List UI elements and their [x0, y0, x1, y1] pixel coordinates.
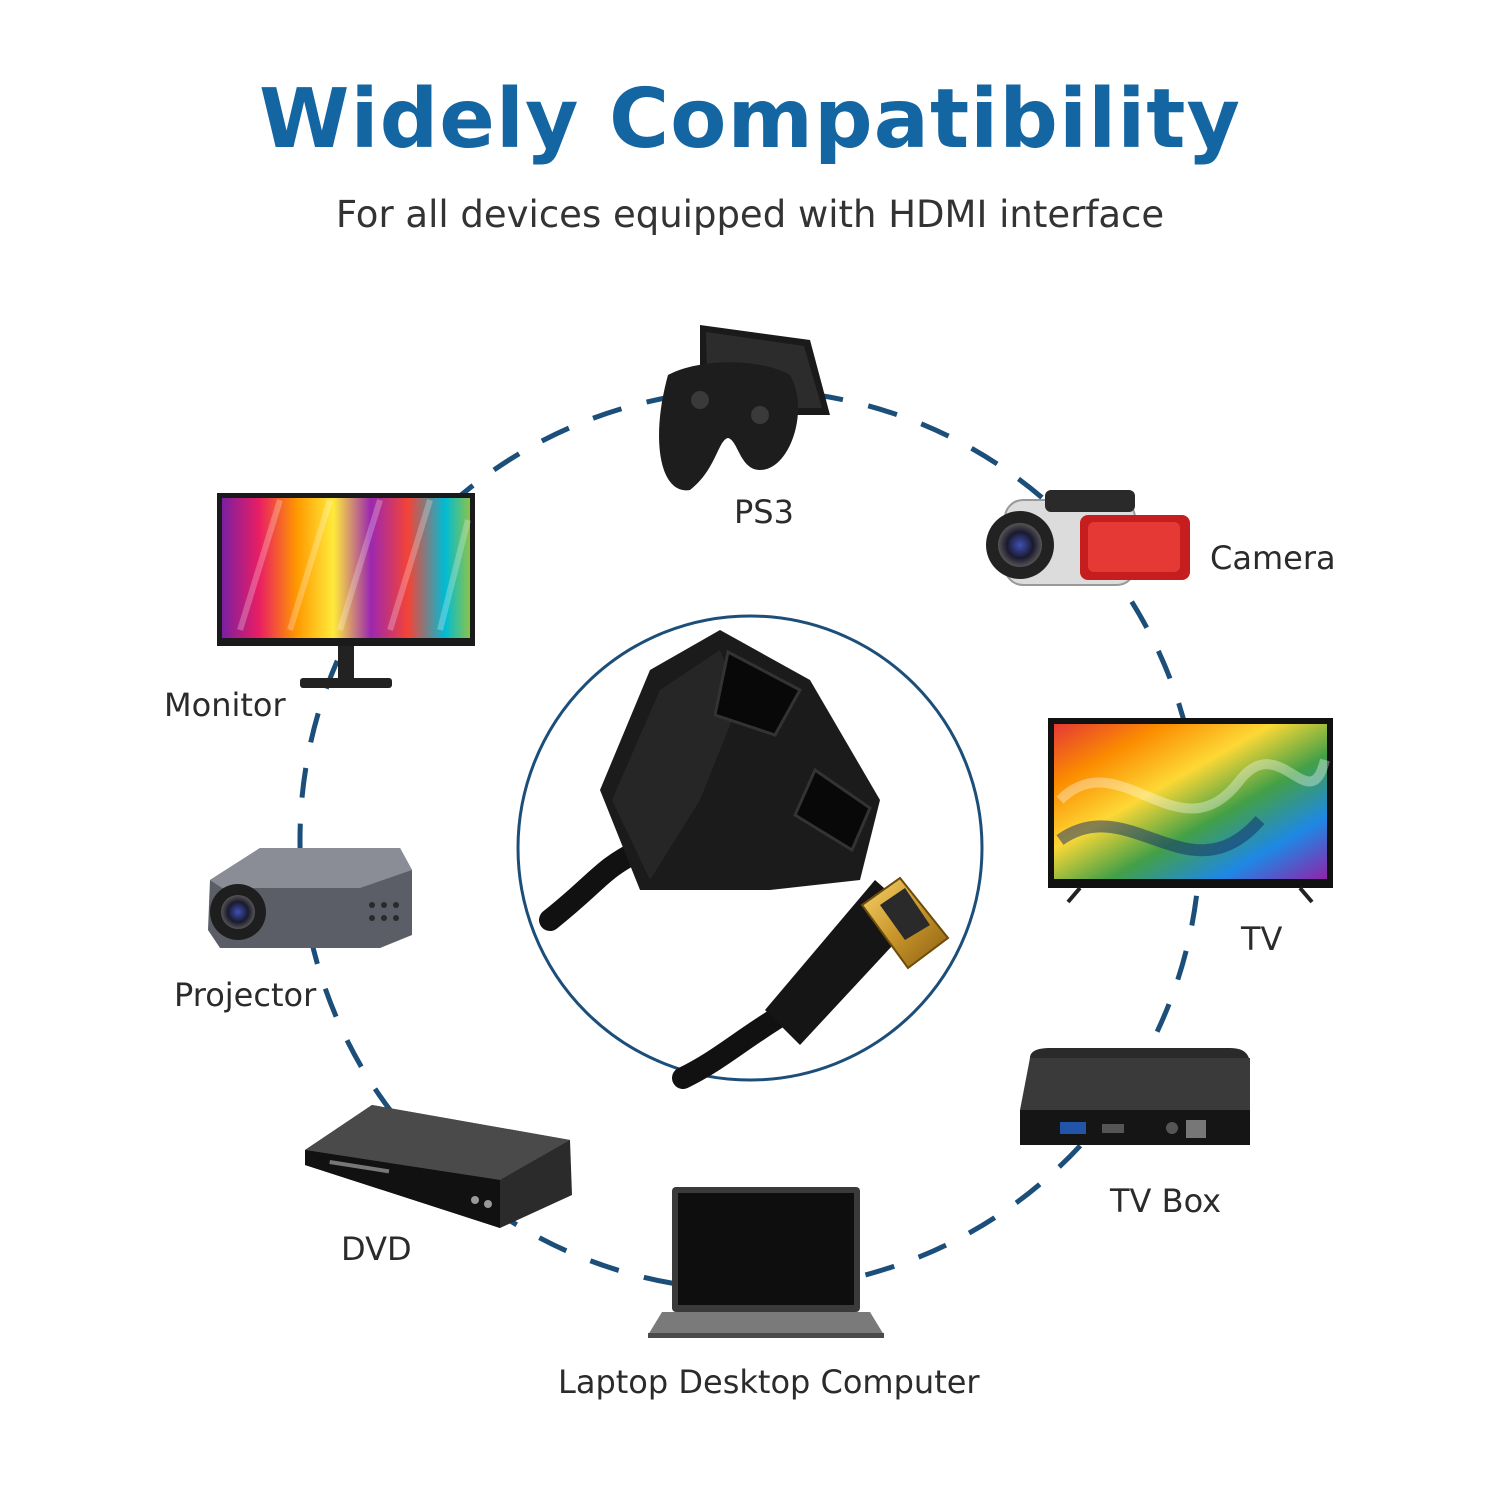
- device-label-ps3: PS3: [734, 493, 794, 531]
- projector-icon: [208, 848, 412, 948]
- page-title: Widely Compatibility: [259, 72, 1241, 167]
- device-label-projector: Projector: [174, 976, 317, 1014]
- hdmi-splitter-icon: [539, 630, 950, 1089]
- laptop-icon: [648, 1187, 884, 1338]
- page-subtitle: For all devices equipped with HDMI inter…: [335, 193, 1165, 236]
- game-controller-icon: [659, 325, 830, 491]
- tv-icon: [1048, 718, 1333, 904]
- dvd-player-icon: [305, 1105, 572, 1228]
- device-label-laptop: Laptop Desktop Computer: [558, 1363, 980, 1401]
- camera-icon: [986, 490, 1190, 586]
- device-label-tv-box: TV Box: [1110, 1182, 1222, 1220]
- monitor-icon: [217, 493, 475, 688]
- device-label-camera: Camera: [1210, 539, 1336, 577]
- tv-box-icon: [1020, 1048, 1250, 1145]
- device-label-dvd: DVD: [341, 1230, 412, 1268]
- device-label-tv: TV: [1241, 920, 1283, 958]
- device-label-monitor: Monitor: [164, 686, 286, 724]
